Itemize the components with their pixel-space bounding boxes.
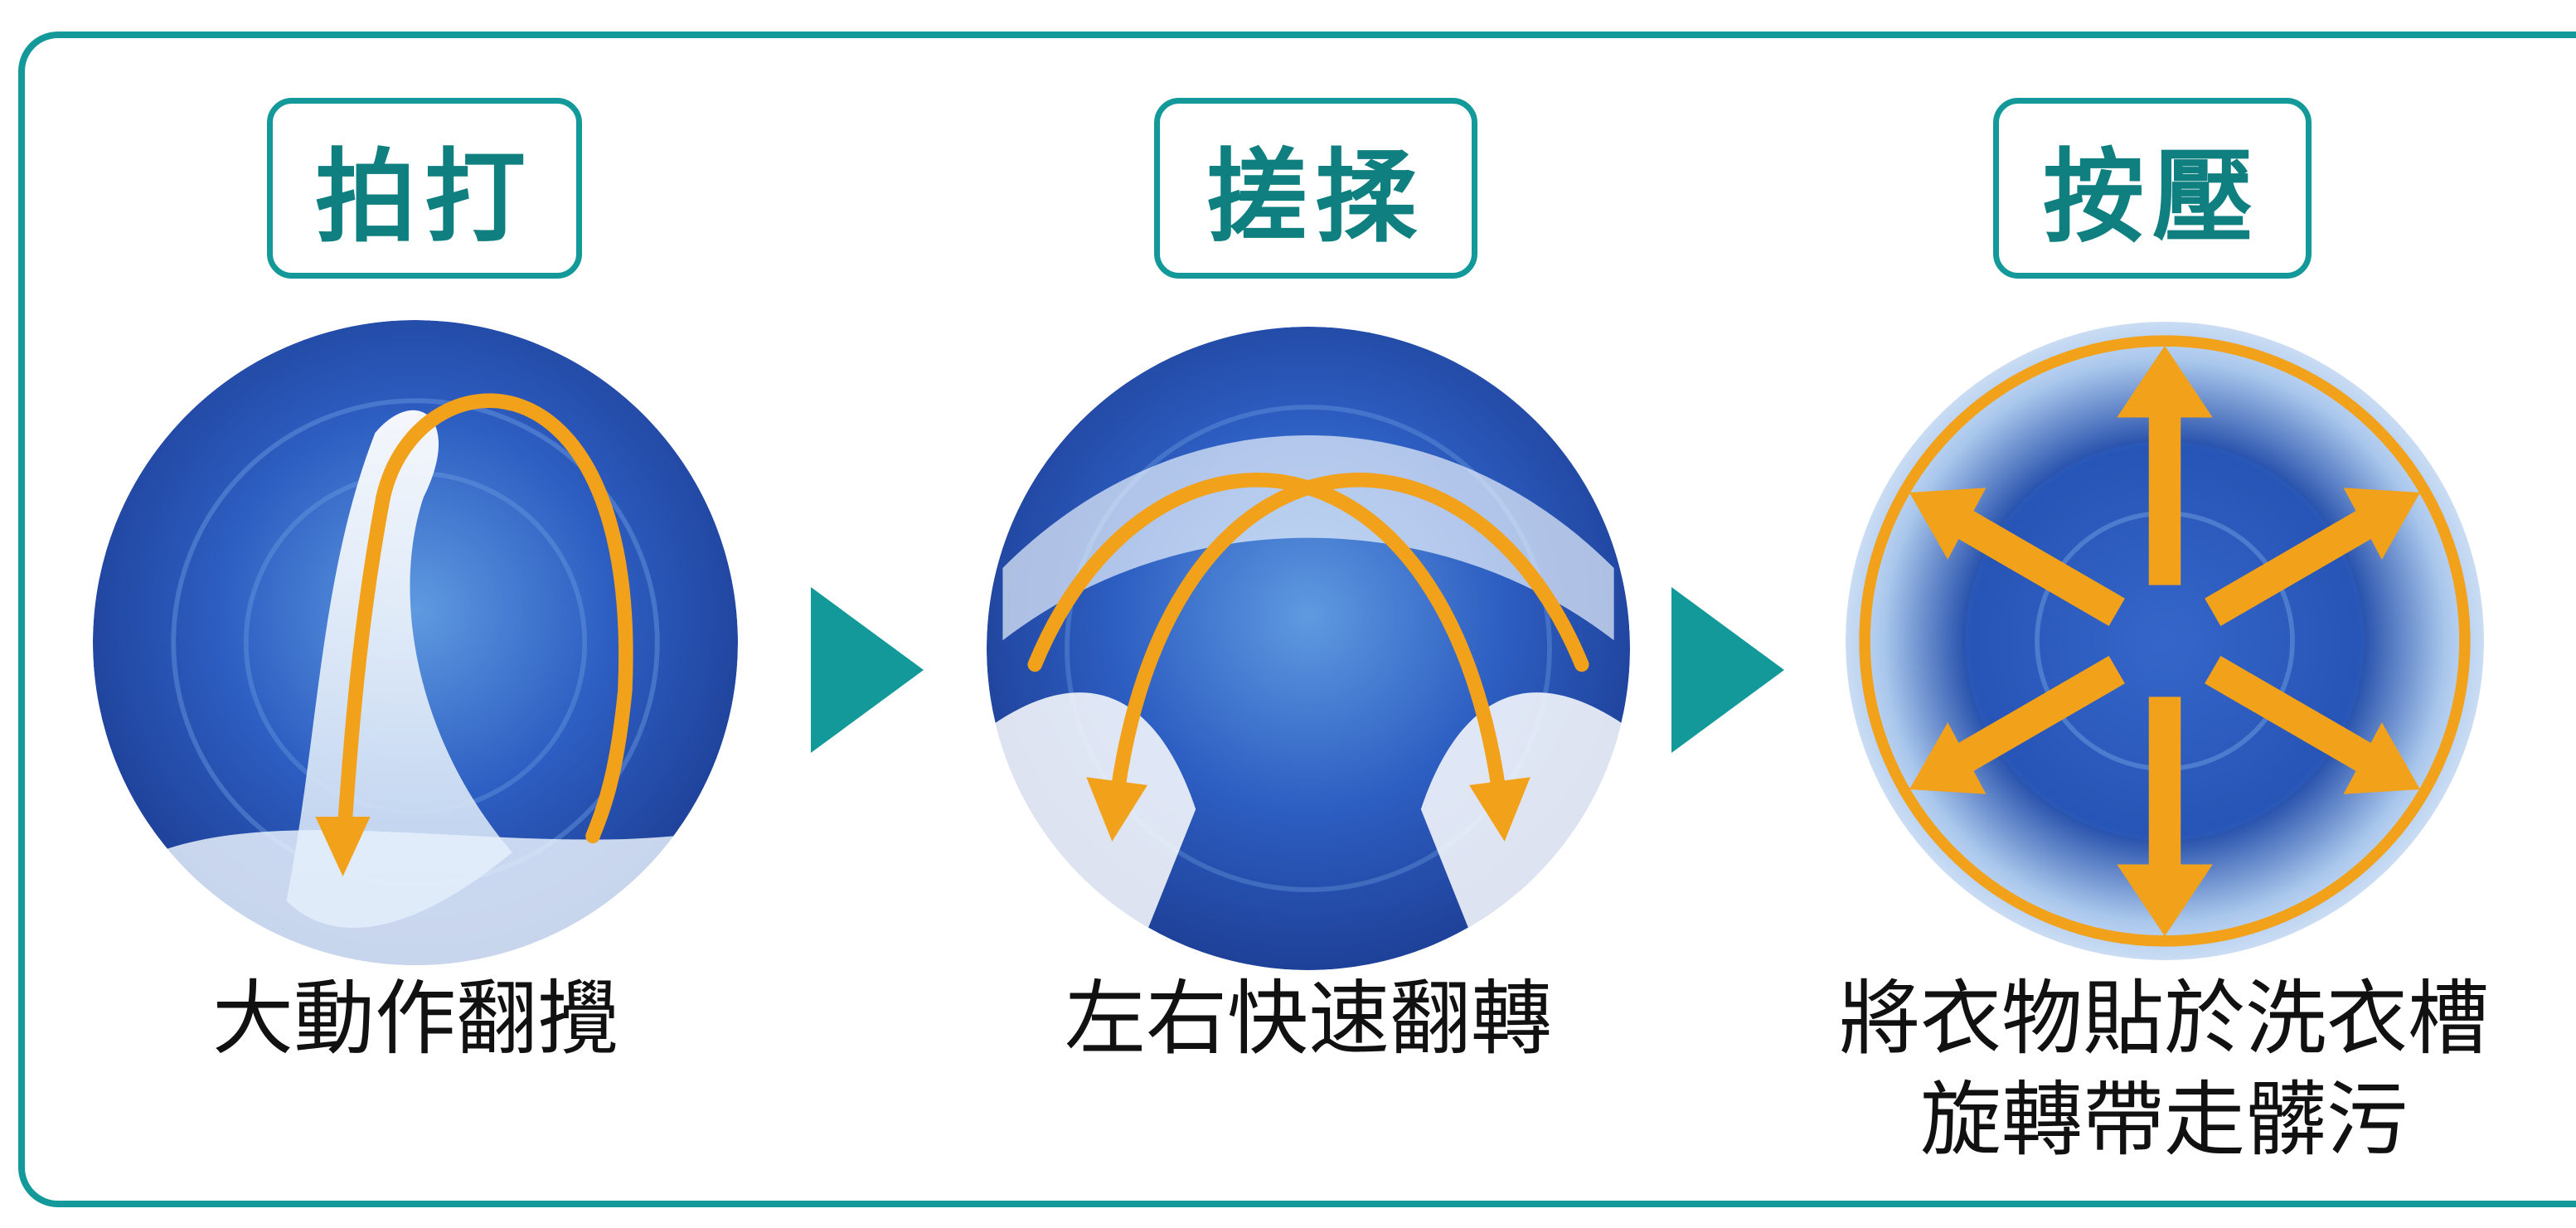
washing-drum-beating-icon: [93, 320, 738, 965]
step-3-caption-line-1: 將衣物貼於洗衣槽: [1838, 972, 2489, 1066]
step-1-caption: 大動作翻攪: [93, 968, 738, 1070]
step-1-drum-illustration: [93, 320, 738, 965]
step-1-caption-line-1: 大動作翻攪: [211, 972, 619, 1066]
washing-drum-rubbing-icon: [987, 327, 1630, 970]
step-3-caption-line-2: 旋轉帶走髒污: [1919, 1073, 2408, 1167]
step-3-title: 按壓: [1993, 98, 2312, 279]
step-2-caption: 左右快速翻轉: [960, 968, 1657, 1070]
step-2-title: 搓揉: [1154, 98, 1477, 279]
step-3-caption: 將衣物貼於洗衣槽 旋轉帶走髒污: [1749, 968, 2576, 1171]
flow-arrow-1: [811, 587, 924, 753]
step-2-caption-line-1: 左右快速翻轉: [1064, 972, 1552, 1066]
flow-arrow-2: [1671, 587, 1784, 753]
step-3-drum-illustration: [1846, 322, 2484, 960]
washing-drum-pressing-icon: [1846, 322, 2484, 960]
step-1-title: 拍打: [267, 98, 582, 279]
step-2-drum-illustration: [987, 327, 1630, 970]
